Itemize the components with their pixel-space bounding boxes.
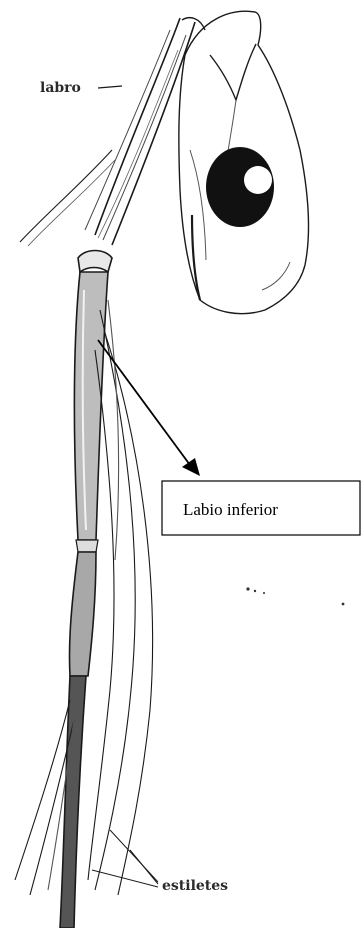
labio-inferior-arrow bbox=[98, 340, 190, 465]
labium bbox=[60, 251, 112, 928]
compound-eye bbox=[206, 147, 274, 227]
label-estiletes: estiletes bbox=[162, 878, 228, 894]
label-labio-inferior: Labio inferior bbox=[183, 500, 278, 519]
labrum bbox=[20, 18, 205, 246]
labro-leader bbox=[98, 86, 122, 88]
specks bbox=[246, 587, 344, 605]
estiletes-leaders bbox=[92, 830, 158, 887]
arrow-head bbox=[182, 458, 200, 476]
label-labro: labro bbox=[40, 80, 81, 96]
